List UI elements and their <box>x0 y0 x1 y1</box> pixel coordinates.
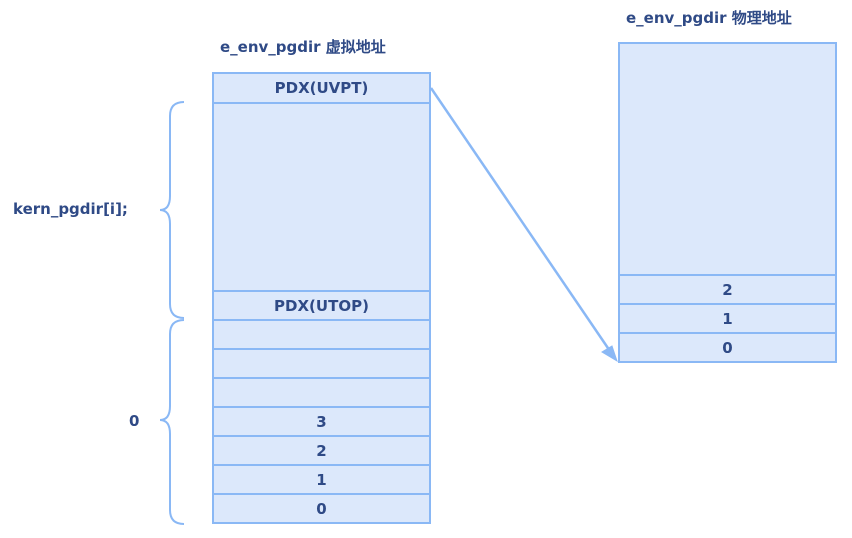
kern-brace <box>159 101 185 319</box>
physical-entry-0: 0 <box>722 338 733 357</box>
physical-entry-2: 2 <box>620 276 835 305</box>
pdx-uvpt-entry: PDX(UVPT) <box>214 74 429 104</box>
zero-label: 0 <box>129 412 140 430</box>
mapping-arrow-line <box>429 87 614 355</box>
physical-address-title: e_env_pgdir 物理地址 <box>626 9 792 27</box>
user-entry <box>214 379 429 408</box>
physical-pgdir-table: 2 1 0 <box>618 42 837 363</box>
user-entry-0: 0 <box>316 499 327 518</box>
user-brace <box>159 319 185 525</box>
virtual-address-title: e_env_pgdir 虚拟地址 <box>220 38 386 56</box>
user-entry-2: 2 <box>214 437 429 466</box>
user-entry <box>214 350 429 379</box>
user-entry-1: 1 <box>214 466 429 495</box>
mapping-arrow-head <box>601 345 618 363</box>
virtual-pgdir-table: PDX(UVPT) PDX(UTOP) 3 2 1 0 <box>212 72 431 524</box>
user-entry-3: 3 <box>214 408 429 437</box>
pdx-utop-entry: PDX(UTOP) <box>214 292 429 321</box>
physical-entry-1: 1 <box>620 305 835 334</box>
user-entry <box>214 321 429 350</box>
physical-upper-region <box>620 44 835 276</box>
kernel-region <box>214 104 429 292</box>
kern-pgdir-label: kern_pgdir[i]; <box>13 200 128 218</box>
